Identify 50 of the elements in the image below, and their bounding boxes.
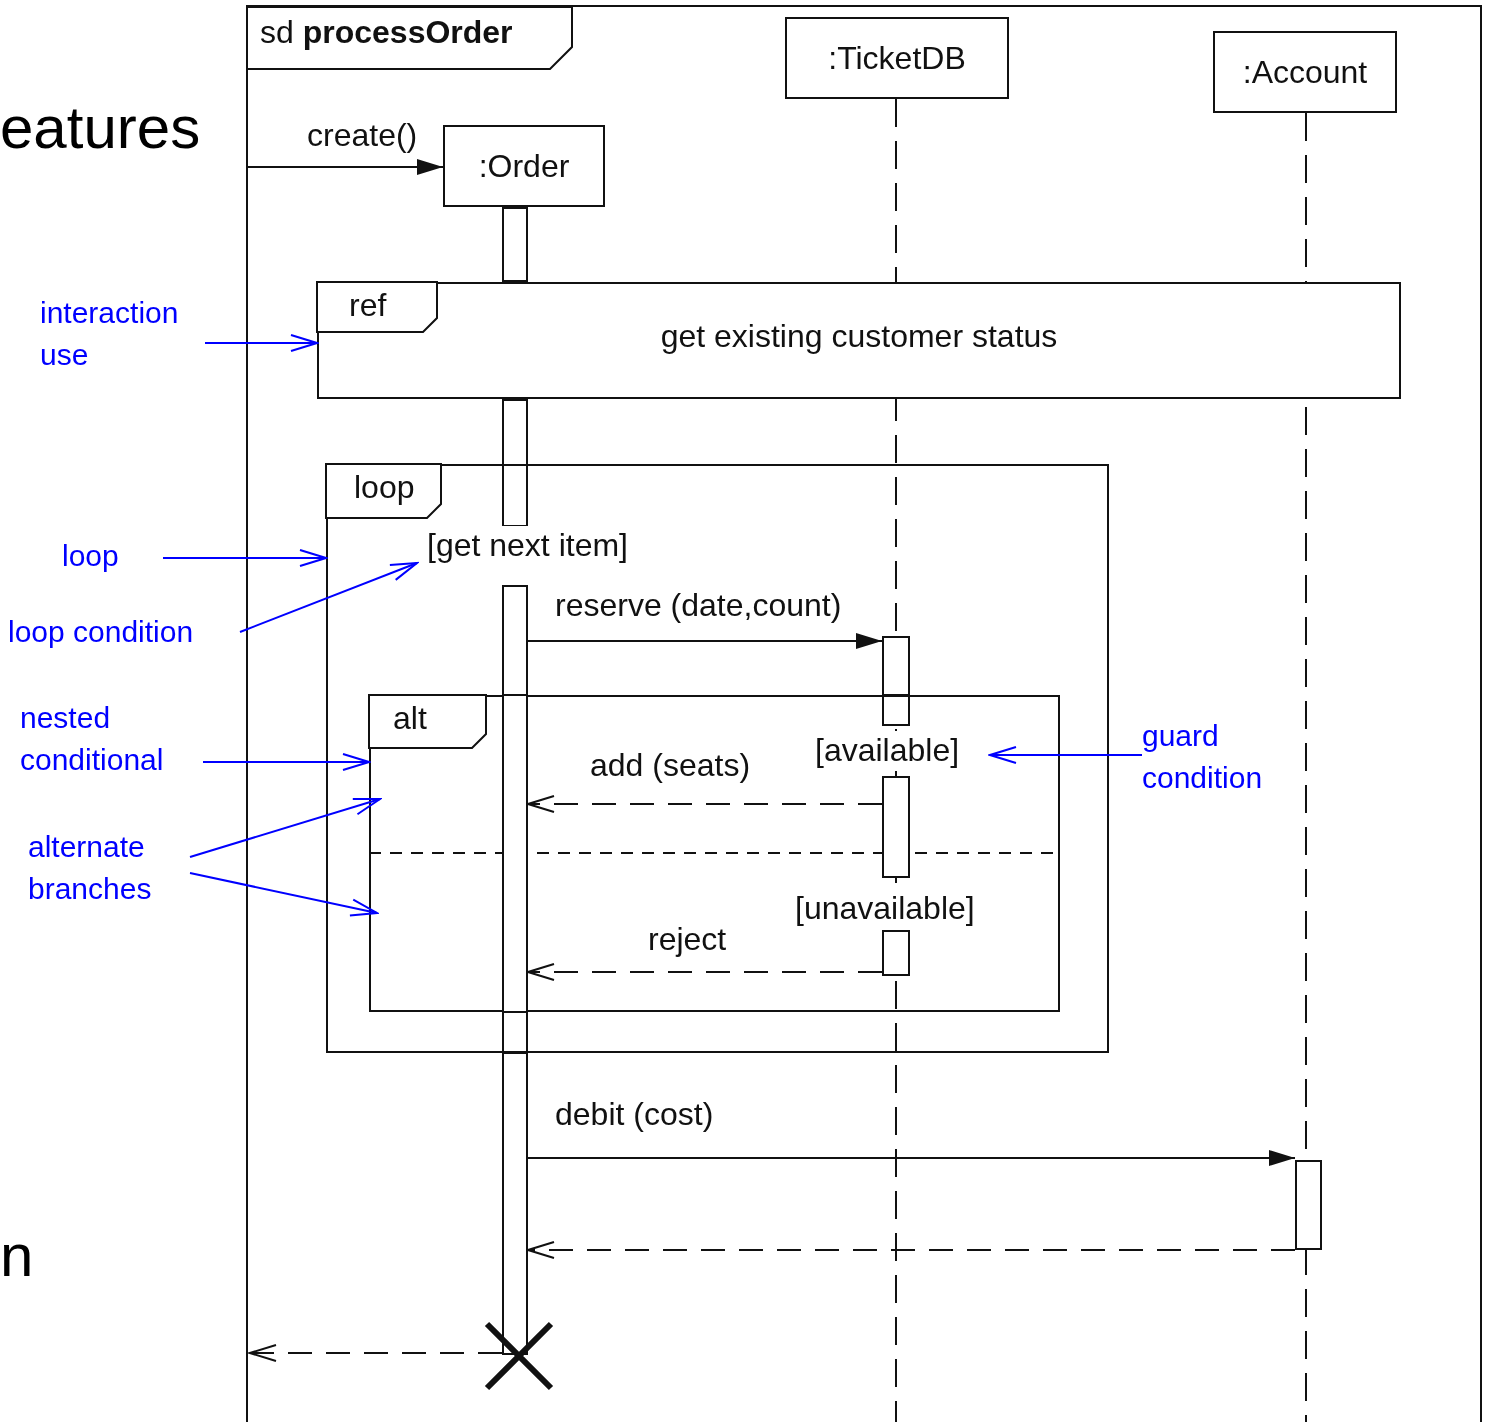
message-label: debit (cost) <box>555 1095 714 1133</box>
leader-arrow <box>202 753 370 771</box>
return-message-arrow <box>527 795 883 813</box>
lifeline-box: :Order <box>443 125 605 207</box>
activation-bar <box>502 694 528 1013</box>
activation-bar <box>882 930 910 976</box>
leader-arrow <box>162 549 327 567</box>
combined-fragment <box>317 282 1401 399</box>
annotation: nested conditional <box>20 697 203 781</box>
frame-title: sd processOrder <box>260 13 513 51</box>
message-label: add (seats) <box>590 746 751 784</box>
fragment-description: get existing customer status <box>659 317 1059 355</box>
message-label: reserve (date,count) <box>555 586 842 624</box>
annotation: loop <box>62 535 163 577</box>
activation-bar <box>502 585 528 696</box>
combined-fragment <box>369 695 1060 1012</box>
leader-arrow <box>239 562 418 633</box>
fragment-operator: loop <box>354 468 415 506</box>
leader-arrow <box>204 334 318 352</box>
leader-arrow <box>189 872 378 917</box>
message-label: create() <box>307 116 418 154</box>
message-arrow <box>247 159 444 175</box>
lifeline-box: :TicketDB <box>785 17 1009 99</box>
message-arrow <box>527 633 883 649</box>
diagram-frame <box>246 5 1482 1422</box>
fragment-operator: ref <box>349 286 387 324</box>
return-message-arrow <box>249 1344 503 1362</box>
activation-bar <box>882 636 910 696</box>
annotation: guard condition <box>1142 715 1292 799</box>
leader-arrow <box>189 797 381 858</box>
leader-arrow <box>989 746 1143 764</box>
annotation: alternate branches <box>28 826 190 910</box>
guard-condition: [get next item] <box>427 526 628 564</box>
message-label: reject <box>648 920 727 958</box>
activation-bar <box>502 207 528 282</box>
return-message-arrow <box>527 963 883 981</box>
annotation: loop condition <box>8 611 240 653</box>
heading-fragment: eatures <box>0 93 201 163</box>
activation-bar <box>1295 1160 1322 1250</box>
return-message-arrow <box>527 1241 1296 1259</box>
activation-bar <box>882 776 910 878</box>
fragment-operator: alt <box>393 699 427 737</box>
heading-fragment: n <box>0 1221 34 1291</box>
lifeline-box: :Account <box>1213 31 1397 113</box>
activation-bar <box>502 399 528 527</box>
guard-condition: [available] <box>815 731 960 769</box>
combined-fragment <box>326 464 1109 1053</box>
activation-bar <box>502 1052 528 1355</box>
message-arrow <box>527 1150 1296 1166</box>
annotation: interaction use <box>40 292 205 376</box>
